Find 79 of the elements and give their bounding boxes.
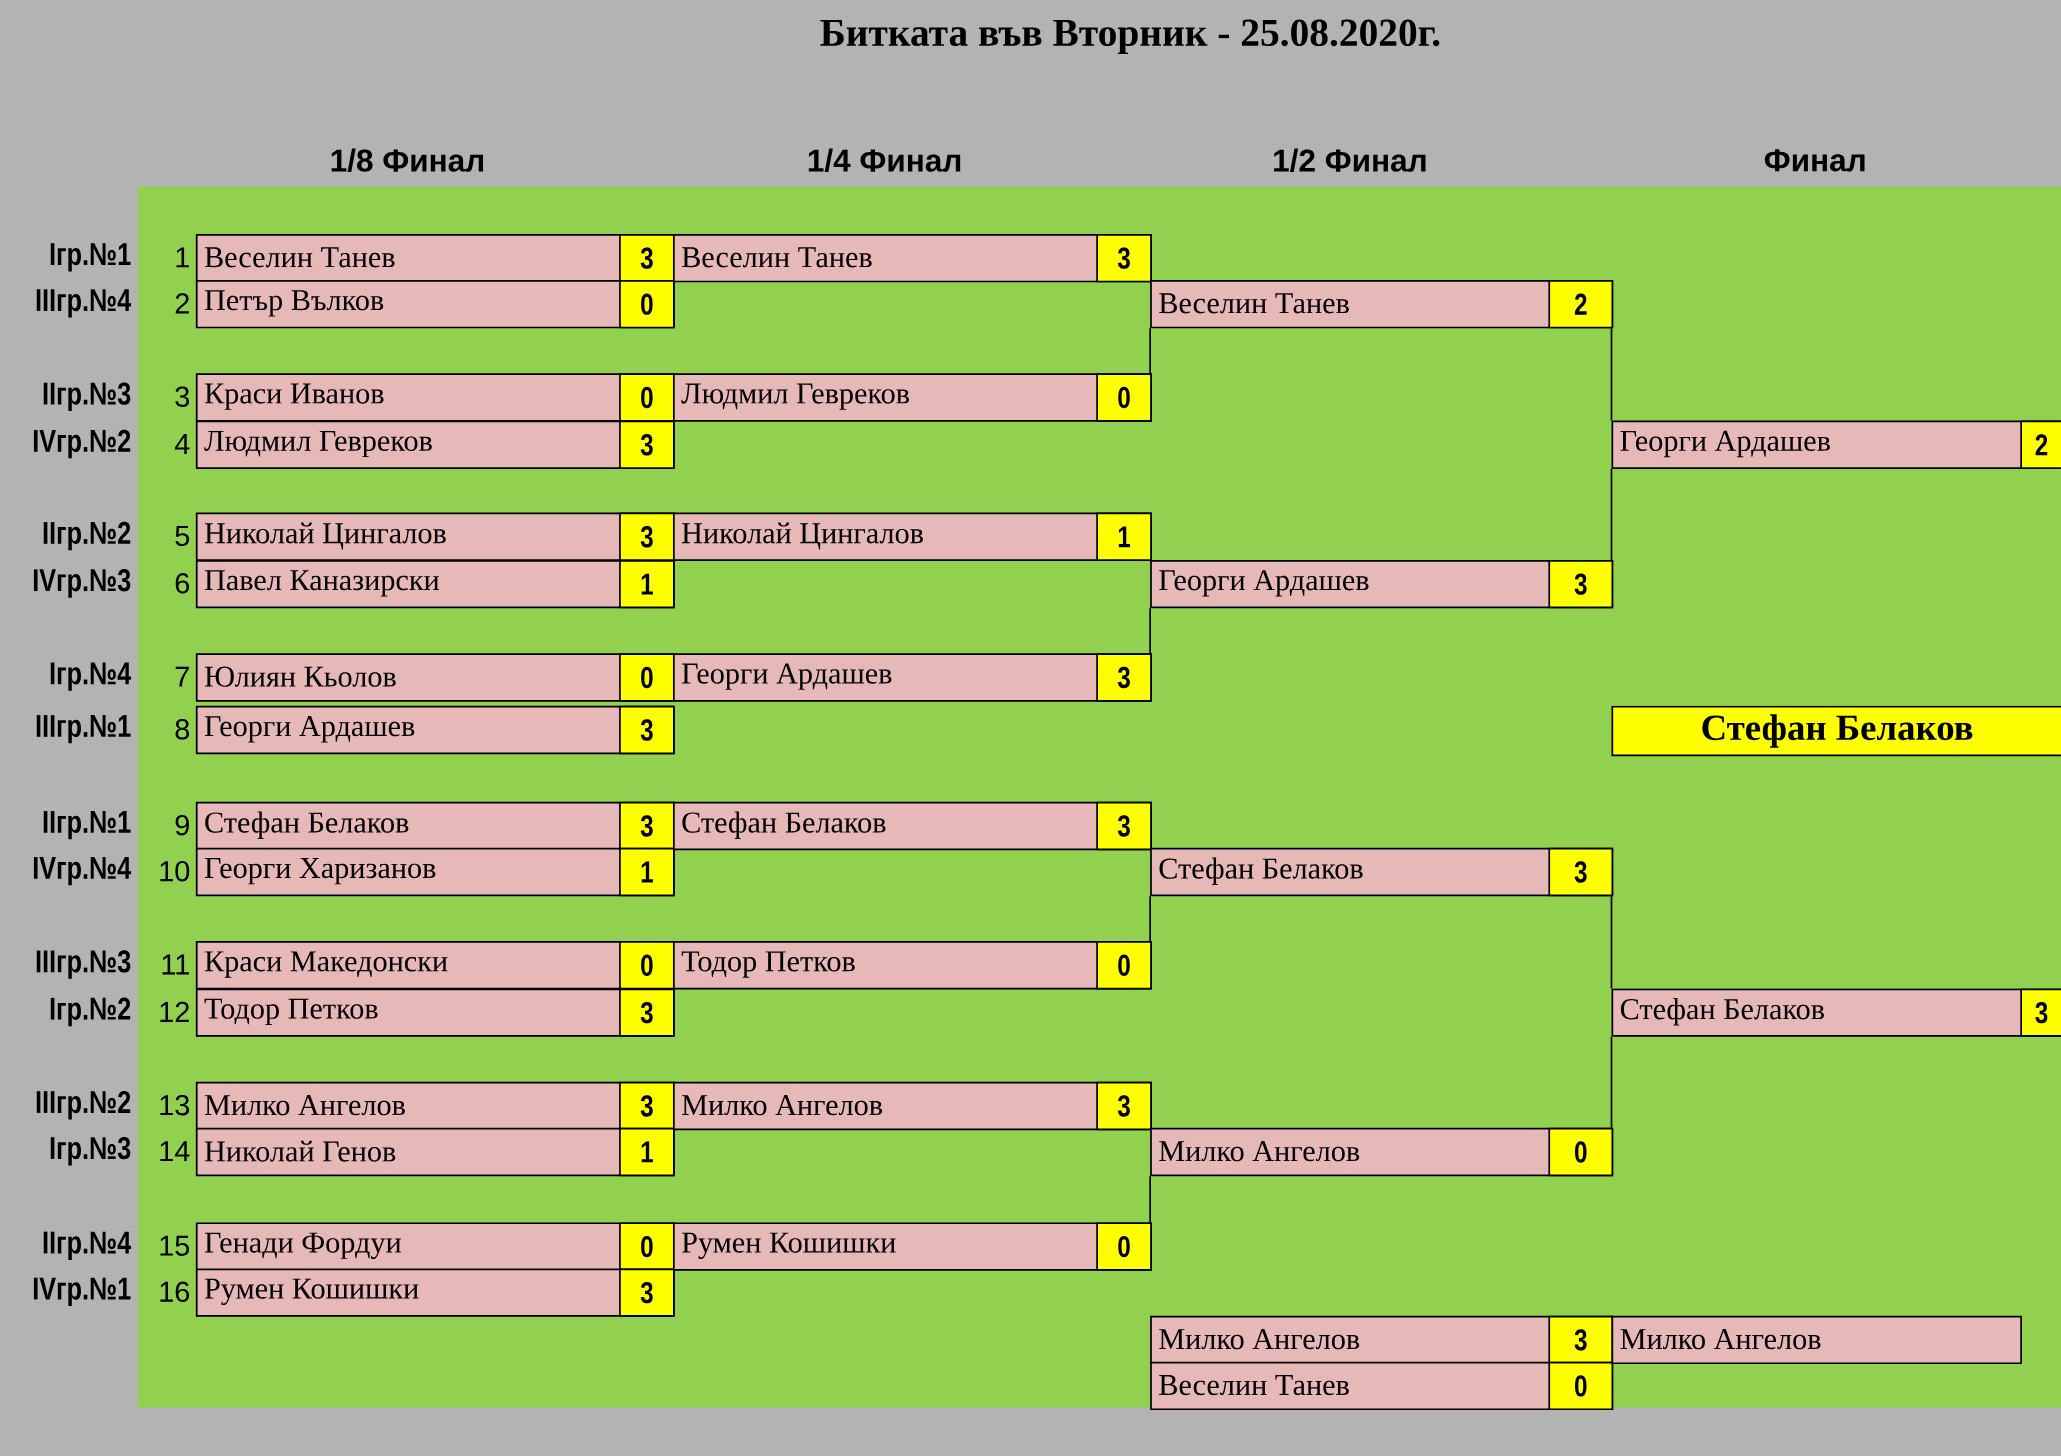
score-cell: 0: [1096, 1222, 1152, 1271]
seed-number: 4: [174, 433, 190, 454]
score-cell: 3: [1548, 1315, 1614, 1364]
seed-number: 6: [175, 572, 190, 594]
score-cell: 3: [619, 420, 675, 469]
score-cell: 3: [619, 988, 675, 1037]
bracket-line: [1610, 327, 1613, 422]
score-cell: 3: [1096, 653, 1152, 702]
group-label: IIIгр.№1: [36, 714, 131, 744]
bracket-line: [1610, 1035, 1613, 1129]
seed-number: 16: [160, 1281, 190, 1302]
seed-number: 1: [176, 247, 189, 268]
score-cell: 0: [619, 940, 675, 990]
score-cell: 1: [619, 559, 675, 609]
seed-number: 10: [160, 860, 190, 882]
bracket-line: [1149, 895, 1151, 942]
seed-number: 15: [160, 1235, 190, 1256]
score-cell: 3: [619, 233, 675, 283]
column-header: 1/2 Финал: [1274, 148, 1426, 172]
group-label: IIIгр.№3: [36, 950, 131, 979]
score-cell: 0: [619, 1222, 675, 1271]
group-label: IIIгр.№4: [36, 289, 132, 318]
column-header: Финал: [1764, 149, 1865, 172]
bracket-line: [1149, 327, 1151, 374]
bracket-line: [1149, 1175, 1151, 1224]
seed-number: 7: [175, 666, 189, 687]
seed-number: 3: [175, 386, 190, 407]
group-label: Iгр.№4: [50, 662, 132, 691]
group-label: IIгр.№3: [43, 382, 131, 411]
score-cell: 3: [619, 512, 675, 561]
score-cell: 3: [2020, 988, 2061, 1037]
score-cell: 1: [619, 1127, 675, 1176]
score-cell: 3: [1096, 233, 1152, 283]
champion-box: Стефан Белаков: [1611, 705, 2061, 756]
group-label: IIгр.№1: [43, 810, 131, 840]
bracket-line: [1149, 607, 1151, 654]
score-cell: 3: [619, 705, 675, 755]
score-cell: 0: [619, 373, 675, 422]
column-header: 1/8 Финал: [331, 148, 484, 172]
seed-number: 12: [160, 1001, 189, 1022]
score-cell: 3: [1096, 1081, 1152, 1130]
score-cell: 3: [619, 1268, 675, 1317]
score-cell: 3: [619, 1081, 675, 1130]
score-cell: 1: [1096, 512, 1152, 561]
column-header: 1/4 Финал: [808, 148, 961, 172]
seed-number: 2: [175, 293, 189, 314]
bracket-line: [1610, 895, 1613, 990]
group-label: IVгр.№2: [33, 429, 131, 459]
group-label: Iгр.№3: [50, 1136, 131, 1166]
player-box: Милко Ангелов: [1611, 1315, 2022, 1364]
score-cell: 1: [619, 847, 675, 896]
group-label: IVгр.№3: [33, 568, 131, 598]
score-cell: 0: [619, 279, 675, 329]
group-label: IIIгр.№2: [36, 1090, 131, 1120]
score-cell: 3: [619, 801, 675, 850]
score-cell: 3: [1548, 847, 1614, 896]
score-cell: 0: [1096, 373, 1152, 422]
seed-number: 11: [162, 954, 189, 975]
seed-number: 14: [160, 1141, 190, 1161]
seed-number: 9: [175, 814, 189, 836]
group-label: IIгр.№2: [43, 521, 131, 551]
group-label: IVгр.№1: [33, 1277, 131, 1306]
seed-number: 8: [175, 718, 190, 740]
score-cell: 0: [1548, 1127, 1614, 1176]
score-cell: 0: [1548, 1361, 1614, 1410]
group-label: IIгр.№4: [43, 1231, 132, 1260]
group-label: Iгр.№1: [50, 243, 131, 272]
score-cell: 2: [2020, 420, 2061, 469]
score-cell: 0: [1096, 940, 1152, 990]
score-cell: 3: [1548, 559, 1614, 609]
title: Битката във Вторник - 25.08.2020г.: [820, 19, 1440, 54]
seed-number: 5: [175, 525, 190, 546]
group-label: Iгр.№2: [50, 997, 131, 1026]
score-cell: 2: [1548, 279, 1614, 329]
bracket-line: [1610, 467, 1613, 561]
score-cell: 3: [1096, 801, 1152, 850]
seed-number: 13: [160, 1094, 190, 1116]
score-cell: 0: [619, 653, 675, 702]
group-label: IVгр.№4: [33, 856, 132, 886]
